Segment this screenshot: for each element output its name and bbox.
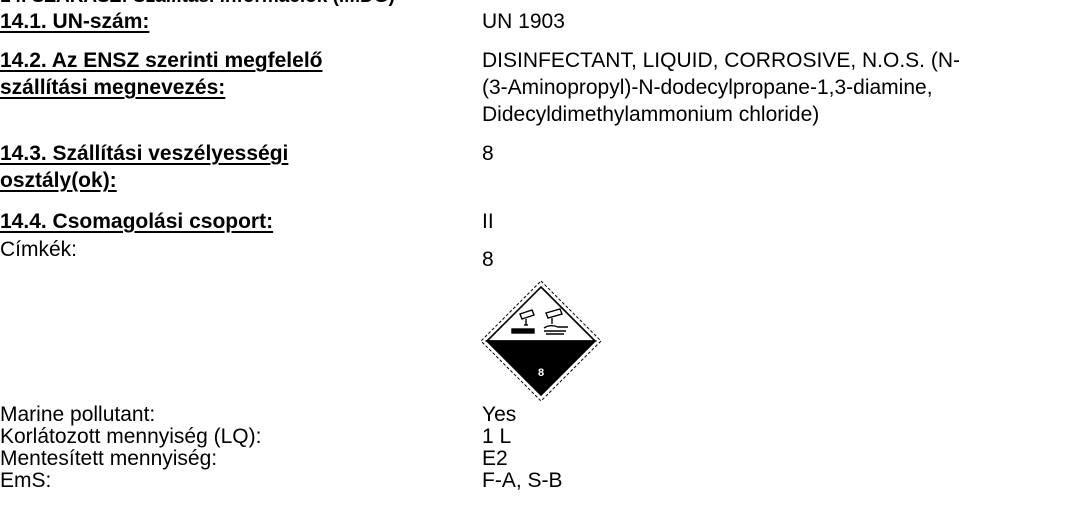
hazard-class-label-line2: osztály(ok): — [0, 169, 117, 192]
packing-group-value: II — [482, 210, 494, 233]
pictogram-top-half — [485, 285, 597, 342]
ems-value: F-A, S-B — [482, 469, 563, 492]
un-number-value: UN 1903 — [482, 10, 565, 33]
limited-quantity-label: Korlátozott mennyiség (LQ): — [0, 425, 262, 448]
un-number-label: 14.1. UN-szám: — [0, 10, 150, 33]
pictogram-class-number: 8 — [538, 367, 544, 379]
shipping-name-value-line3: Didecyldimethylammonium chloride) — [482, 103, 820, 126]
pictogram-bottom-half — [485, 340, 597, 397]
ems-label: EmS: — [0, 469, 52, 492]
packing-group-label: 14.4. Csomagolási csoport: — [0, 210, 274, 233]
shipping-name-label-line1: 14.2. Az ENSZ szerinti megfelelő — [0, 49, 323, 72]
marine-pollutant-label: Marine pollutant: — [0, 403, 156, 426]
labels-label: Címkék: — [0, 238, 78, 261]
labels-value: 8 — [482, 248, 494, 271]
shipping-name-label-line2: szállítási megnevezés: — [0, 76, 226, 99]
hazard-class-value: 8 — [482, 142, 494, 165]
shipping-name-value-line2: (3-Aminopropyl)-N-dodecylpropane-1,3-dia… — [482, 76, 933, 99]
corrosive-pictogram-icon: 8 — [480, 280, 602, 402]
shipping-name-value-line1: DISINFECTANT, LIQUID, CORROSIVE, N.O.S. … — [482, 49, 960, 72]
corrosion-symbol-icon — [511, 308, 568, 335]
section-header: 14. SZAKASZ: Szállítási információk (IMD… — [0, 0, 395, 8]
excepted-quantity-value: E2 — [482, 447, 508, 470]
limited-quantity-value: 1 L — [482, 425, 512, 448]
hazard-class-label-line1: 14.3. Szállítási veszélyességi — [0, 142, 289, 165]
marine-pollutant-value: Yes — [482, 403, 517, 426]
excepted-quantity-label: Mentesített mennyiség: — [0, 447, 218, 470]
